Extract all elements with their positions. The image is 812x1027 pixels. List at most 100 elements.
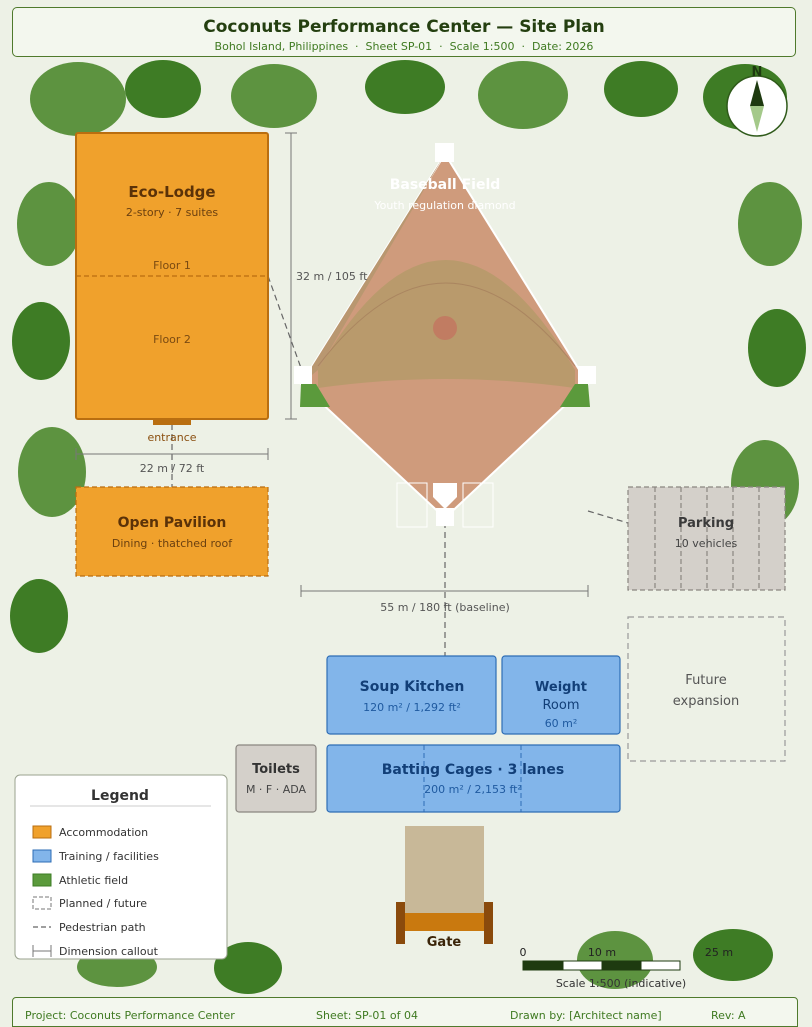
- legend-swatch-field: [32, 873, 52, 887]
- scale-tick-25: 25 m: [705, 946, 733, 959]
- footer-drawn-by: Drawn by: [Architect name]: [510, 1009, 662, 1022]
- tree: [17, 182, 81, 266]
- tree: [10, 579, 68, 653]
- pavilion-sub: Dining · thatched roof: [112, 537, 233, 550]
- future-line-1: Future: [685, 673, 726, 688]
- second-base: [435, 143, 454, 162]
- batters-box-left: [396, 482, 428, 528]
- soup-kitchen: Soup Kitchen 120 m² / 1,292 ft²: [326, 655, 497, 735]
- title-block: Coconuts Performance Center — Site Plan …: [12, 7, 796, 57]
- batting-cages-name: Batting Cages · 3 lanes: [382, 762, 564, 778]
- toilets-name: Toilets: [252, 762, 300, 777]
- plan-title: Coconuts Performance Center — Site Plan: [203, 17, 605, 37]
- baseball-field: Baseball Field Youth regulation diamond: [294, 143, 596, 528]
- parking-sub: 10 vehicles: [675, 537, 738, 550]
- legend-label: Dimension callout: [59, 945, 159, 958]
- legend: Legend Accommodation Training / faciliti…: [14, 774, 228, 960]
- eco-lodge-height-dim-label: 32 m / 105 ft: [296, 270, 368, 283]
- home-plate-block: [436, 508, 454, 526]
- tree: [604, 61, 678, 117]
- legend-label: Athletic field: [59, 874, 128, 887]
- first-base: [578, 366, 596, 384]
- eco-lodge-entrance-door: [153, 419, 191, 425]
- gate-label: Gate: [427, 935, 462, 950]
- gate-post-left: [396, 902, 405, 944]
- batting-cages: Batting Cages · 3 lanes 200 m² / 2,153 f…: [326, 744, 621, 813]
- footer-rev: Rev: A: [711, 1009, 746, 1022]
- legend-label: Accommodation: [59, 826, 148, 839]
- footer-title-strip: Project: Coconuts Performance Center She…: [12, 997, 798, 1027]
- home-plate: [433, 483, 457, 509]
- plan-subtitle: Bohol Island, Philippines · Sheet SP-01 …: [214, 40, 594, 53]
- legend-swatch-training: [32, 849, 52, 863]
- legend-title: Legend: [91, 788, 149, 804]
- tree: [365, 60, 445, 114]
- weight-room: Weight Room 60 m²: [501, 655, 621, 735]
- gate-bar: [402, 913, 489, 931]
- tree: [748, 309, 806, 387]
- toilets-sub: M · F · ADA: [246, 783, 307, 796]
- gate-entrance: Gate: [396, 826, 493, 950]
- north-label: N: [752, 65, 763, 80]
- tree: [30, 62, 126, 136]
- eco-lodge-building: Eco-Lodge 2-story · 7 suites Floor 1 Flo…: [75, 132, 269, 444]
- legend-swatch-dimension: [32, 945, 52, 957]
- third-base: [294, 366, 312, 384]
- baseline-dim-label: 55 m / 180 ft (baseline): [380, 601, 510, 614]
- pavilion-name: Open Pavilion: [118, 515, 227, 531]
- foul-grass-left: [300, 384, 330, 407]
- toilets-building: Toilets M · F · ADA: [235, 744, 317, 813]
- tree: [125, 60, 201, 118]
- pedestrian-paths: [171, 275, 629, 656]
- eco-lodge-width-dimension: [75, 448, 269, 460]
- tree: [231, 64, 317, 128]
- access-road: [405, 826, 484, 914]
- weight-room-line-2: Room: [542, 698, 579, 713]
- weight-room-line-1: Weight: [535, 680, 587, 695]
- soup-kitchen-area: 120 m² / 1,292 ft²: [363, 701, 461, 714]
- outfield-left: [301, 154, 445, 384]
- parking-lot: Parking 10 vehicles: [627, 486, 786, 591]
- eco-lodge-floor-1: Floor 1: [153, 259, 191, 272]
- eco-lodge-sub: 2-story · 7 suites: [126, 206, 219, 219]
- eco-lodge-name: Eco-Lodge: [128, 183, 215, 201]
- legend-label: Training / facilities: [58, 850, 159, 863]
- legend-swatch-accommodation: [32, 825, 52, 839]
- scale-caption: Scale 1:500 (indicative): [556, 977, 686, 990]
- tree: [214, 942, 282, 994]
- tree: [577, 931, 653, 989]
- eco-lodge-floor-2: Floor 2: [153, 333, 191, 346]
- baseline-dimension: [300, 585, 589, 597]
- tree: [478, 61, 568, 129]
- open-pavilion: Open Pavilion Dining · thatched roof: [75, 486, 269, 577]
- future-line-2: expansion: [673, 694, 740, 709]
- eco-lodge-width-dim-label: 22 m / 72 ft: [140, 462, 205, 475]
- eco-lodge-entrance-label: entrance: [147, 431, 196, 444]
- scale-tick-10: 10 m: [588, 946, 616, 959]
- future-expansion-area: Future expansion: [627, 616, 786, 762]
- parking-name: Parking: [678, 516, 734, 531]
- legend-label: Planned / future: [59, 897, 147, 910]
- tree: [12, 302, 70, 380]
- pitchers-mound: [433, 316, 457, 340]
- legend-label: Pedestrian path: [59, 921, 146, 934]
- tree: [738, 182, 802, 266]
- footer-project: Project: Coconuts Performance Center: [25, 1009, 235, 1022]
- scale-tick-0: 0: [520, 946, 527, 959]
- scale-bar: 0 10 m 25 m Scale 1:500 (indicative): [520, 946, 734, 990]
- batters-box-right: [462, 482, 494, 528]
- batting-cages-area: 200 m² / 2,153 ft²: [424, 783, 522, 796]
- baseball-field-sub: Youth regulation diamond: [373, 199, 515, 212]
- eco-lodge-height-dimension: [285, 132, 297, 420]
- weight-room-area: 60 m²: [545, 717, 578, 730]
- gate-post-right: [484, 902, 493, 944]
- tree: [18, 427, 86, 517]
- soup-kitchen-name: Soup Kitchen: [360, 679, 465, 695]
- foul-grass-right: [560, 384, 590, 407]
- tree: [693, 929, 773, 981]
- north-arrow: N: [726, 65, 788, 137]
- baseball-field-name: Baseball Field: [390, 177, 501, 193]
- footer-sheet: Sheet: SP-01 of 04: [316, 1009, 418, 1022]
- legend-swatch-planned: [32, 896, 52, 910]
